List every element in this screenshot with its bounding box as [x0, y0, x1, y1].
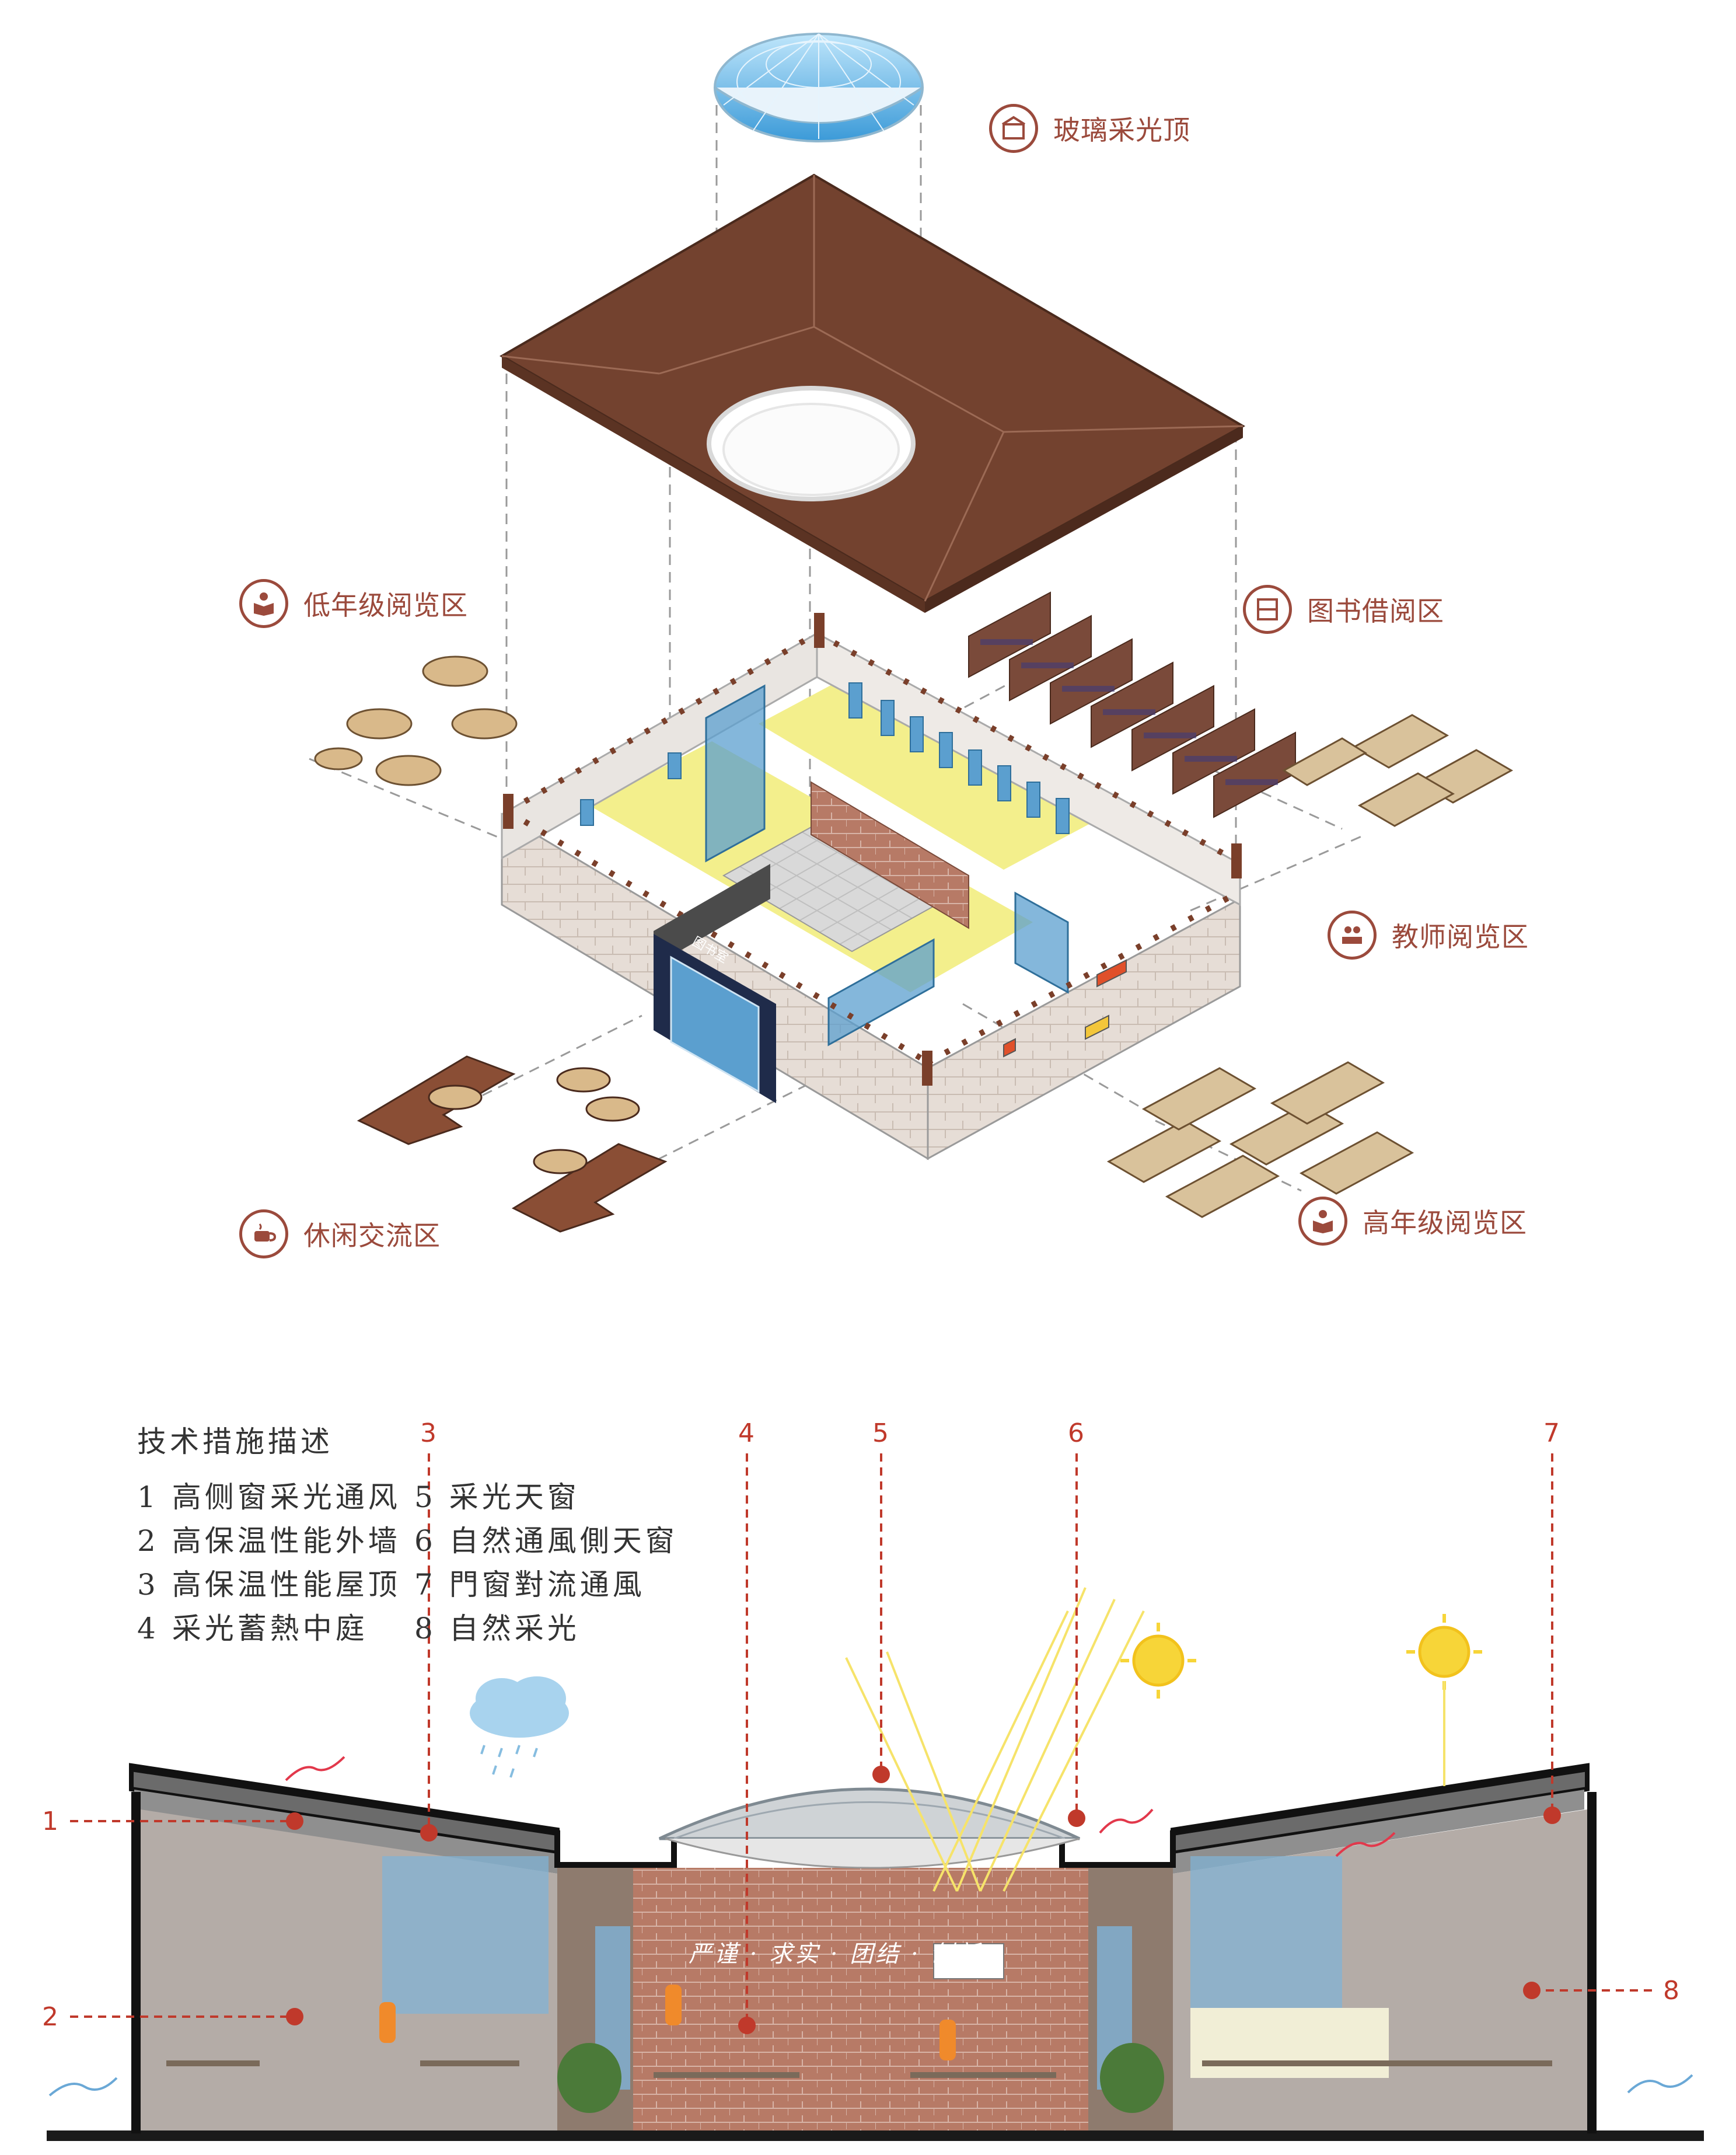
wall-slogan: 严谨 · 求实 · 团结 · 创新 — [689, 1941, 982, 1968]
legend-item-3: 3 高保温性能屋顶 — [137, 1568, 401, 1602]
label-lower-reading: 低年级阅览区 — [239, 579, 468, 628]
label-text: 低年级阅览区 — [303, 590, 468, 621]
legend-item-6: 6 自然通風側天窗 — [414, 1524, 678, 1558]
book-reader-icon — [239, 579, 288, 628]
marker-2: 2 — [42, 2002, 58, 2032]
marker-4: 4 — [738, 1418, 755, 1448]
building-body — [501, 613, 1242, 1160]
coffee-cup-icon — [239, 1209, 288, 1258]
legend-item-4: 4 采光蓄熱中庭 — [137, 1612, 368, 1645]
marker-6: 6 — [1068, 1418, 1084, 1448]
teacher-icon — [1328, 911, 1377, 960]
book-reader-icon — [1298, 1197, 1347, 1246]
marker-8: 8 — [1663, 1976, 1679, 2006]
marker-1: 1 — [42, 1807, 58, 1836]
label-text: 休闲交流区 — [303, 1220, 441, 1251]
label-upper-reading: 高年级阅览区 — [1298, 1197, 1527, 1246]
section-drawing — [47, 1587, 1704, 2141]
skylight-icon — [989, 104, 1038, 153]
legend-item-2: 2 高保温性能外墙 — [137, 1524, 401, 1558]
upper-grade-tables — [1106, 1061, 1414, 1218]
marker-3: 3 — [420, 1418, 436, 1448]
legend-item-7: 7 門窗對流通風 — [414, 1568, 645, 1602]
roof-slab — [500, 173, 1246, 613]
label-teacher-reading: 教师阅览区 — [1328, 911, 1529, 960]
teacher-tables — [1282, 714, 1514, 827]
bookshelf-icon — [1243, 585, 1292, 634]
label-leisure: 休闲交流区 — [239, 1209, 441, 1258]
marker-7: 7 — [1543, 1418, 1560, 1448]
label-skylight: 玻璃采光顶 — [989, 104, 1190, 153]
legend-item-5: 5 采光天窗 — [414, 1480, 580, 1514]
label-text: 图书借阅区 — [1307, 595, 1444, 627]
glass-dome — [714, 33, 924, 142]
marker-dots — [286, 1766, 1561, 2034]
marker-5: 5 — [872, 1418, 889, 1448]
bookshelves — [968, 591, 1296, 818]
lower-grade-tables — [314, 655, 518, 786]
marker-leaders — [70, 1453, 1654, 2025]
legend-title: 技术措施描述 — [137, 1425, 333, 1459]
label-text: 教师阅览区 — [1392, 921, 1529, 953]
label-text: 高年级阅览区 — [1363, 1207, 1527, 1239]
leisure-benches — [357, 1055, 668, 1233]
legend-item-1: 1 高侧窗采光通风 — [137, 1480, 401, 1514]
label-text: 玻璃采光顶 — [1053, 114, 1190, 146]
label-book-lending: 图书借阅区 — [1243, 585, 1444, 634]
legend-item-8: 8 自然采光 — [414, 1612, 580, 1645]
